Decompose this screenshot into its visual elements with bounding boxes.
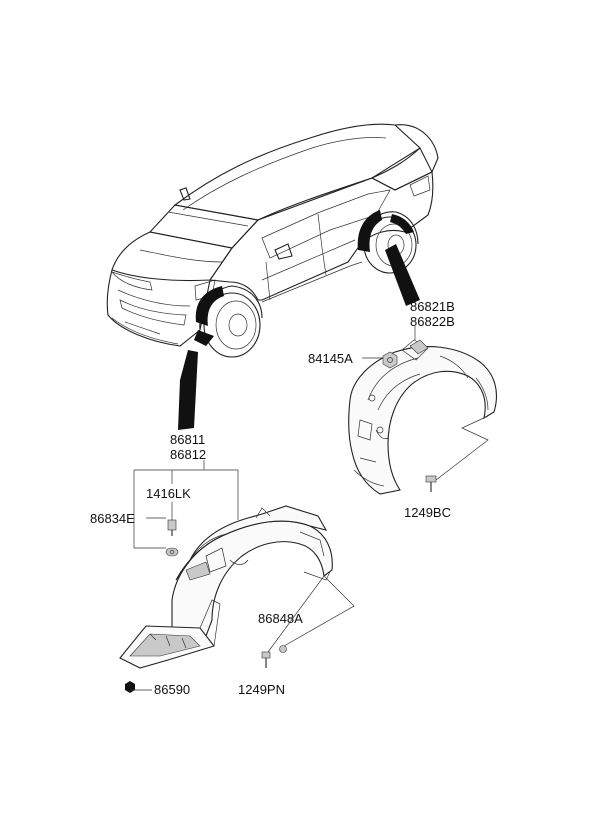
label-front-bracket: 86848A xyxy=(258,611,303,626)
front-callout-arrow xyxy=(178,350,198,430)
rear-wheel-guard xyxy=(348,339,498,495)
rear-callout-arrow xyxy=(385,244,420,306)
front-retainer-part xyxy=(165,547,179,557)
car-illustration xyxy=(106,123,439,358)
label-rear-screw: 1249BC xyxy=(404,505,451,520)
label-front-liner-lh: 86811 xyxy=(170,432,205,447)
front-bracket-part xyxy=(279,645,287,653)
label-front-liner-rh: 86812 xyxy=(170,447,206,462)
label-front-clip: 1416LK xyxy=(146,486,191,501)
front-clip-part xyxy=(167,519,177,536)
label-front-nut: 86590 xyxy=(154,682,190,697)
label-rear-liner-lh: 86821B xyxy=(410,299,455,314)
rear-nut-part xyxy=(382,351,398,369)
label-rear-nut: 84145A xyxy=(308,351,353,366)
label-front-retainer: 86834E xyxy=(90,511,135,526)
front-nut-part xyxy=(125,681,135,693)
front-screw-part xyxy=(261,651,271,668)
rear-screw-part xyxy=(425,475,437,492)
label-rear-liner-rh: 86822B xyxy=(410,314,455,329)
label-front-screw: 1249PN xyxy=(238,682,285,697)
front-leader-lines xyxy=(130,460,355,691)
front-wheel-guard xyxy=(119,505,333,669)
